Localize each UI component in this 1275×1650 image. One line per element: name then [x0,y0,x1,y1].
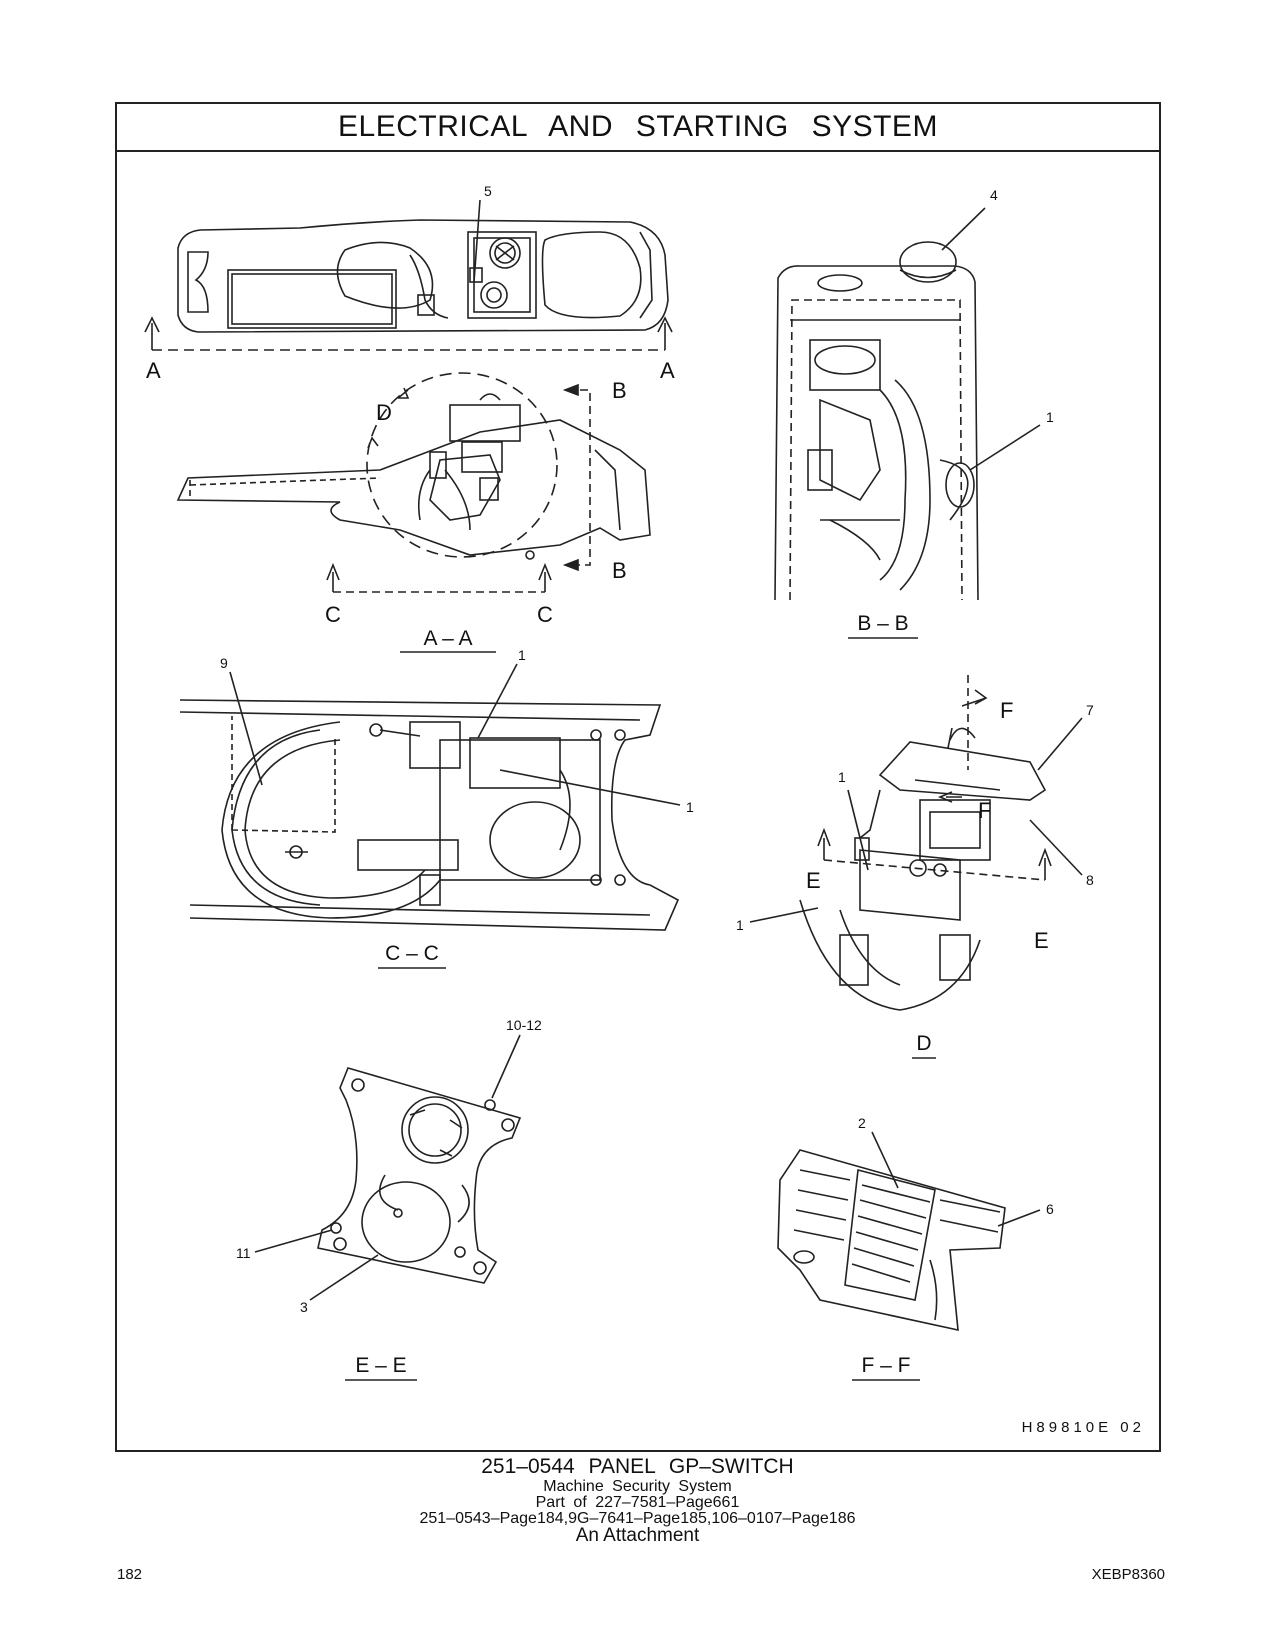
callout-10-12: 10-12 [506,1017,542,1033]
leader-10-12 [491,1034,521,1099]
view-top-panel [144,219,673,351]
leader-1-c-right [499,769,681,806]
callout-1-c-top: 1 [518,647,526,663]
view-f-f [777,1149,1006,1332]
callout-1-d-top: 1 [838,769,846,785]
section-mark-f-top: F [1000,698,1013,723]
leader-11 [254,1229,333,1253]
callout-7: 7 [1086,702,1094,718]
leader-1-c-top [477,663,518,739]
leader-9 [229,671,263,786]
section-mark-f-bottom: F [978,798,991,823]
page-title: ELECTRICAL AND STARTING SYSTEM [338,110,938,143]
leader-7 [1037,717,1083,771]
section-mark-b-bottom: B [612,558,627,583]
leader-6 [997,1209,1041,1227]
callout-11: 11 [236,1245,251,1261]
section-mark-e-right: E [1034,928,1049,953]
caption-line-3: 251–0543–Page184,9G–7641–Page185,106–010… [419,1510,856,1527]
callout-9: 9 [220,655,228,671]
illustration-code: H89810E 02 [1021,1419,1145,1436]
caption-line-2: Part of 227–7581–Page661 [535,1494,740,1511]
view-b-b [774,241,979,601]
callout-1-d-bottom: 1 [736,917,744,933]
section-mark-c-left: C [325,602,341,627]
caption-title: 251–0544 PANEL GP–SWITCH [481,1455,794,1478]
callout-1-c-right: 1 [686,799,694,815]
callout-1-b: 1 [1046,409,1054,425]
callout-6: 6 [1046,1201,1054,1217]
view-e-e [317,1067,522,1284]
callout-5: 5 [484,183,492,199]
page-number: 182 [117,1566,143,1583]
leader-5 [473,199,481,283]
arrow-d [397,387,410,399]
section-mark-d: D [376,400,392,425]
view-label-b-b: B – B [857,612,908,635]
leader-8 [1029,819,1083,876]
leader-4 [941,207,986,251]
section-mark-e-left: E [806,868,821,893]
view-c-c [179,699,680,931]
caption-line-1: Machine Security System [543,1478,732,1495]
view-label-e-e: E – E [355,1354,406,1377]
section-mark-b-top: B [612,378,627,403]
section-mark-a-right: A [660,358,675,383]
section-mark-c-right: C [537,602,553,627]
view-label-c-c: C – C [385,942,439,965]
caption-line-4: An Attachment [575,1525,700,1546]
title-bar: ELECTRICAL AND STARTING SYSTEM [117,104,1159,152]
leader-1-d-top [847,789,869,871]
view-label-d: D [916,1032,931,1055]
leader-3 [309,1254,379,1301]
callout-4: 4 [990,187,998,203]
section-mark-a-left: A [146,358,161,383]
callout-3: 3 [300,1299,308,1315]
figure-frame: ELECTRICAL AND STARTING SYSTEM H89810E 0… [115,102,1161,1452]
leader-1-b [969,424,1041,471]
view-a-a [176,372,651,593]
callout-2: 2 [858,1115,866,1131]
view-label-a-a: A – A [423,627,472,650]
leader-1-d-bottom [749,907,819,923]
callout-8: 8 [1086,872,1094,888]
view-label-f-f: F – F [861,1354,910,1377]
view-d [799,675,1052,1011]
document-id: XEBP8360 [1091,1566,1165,1583]
leader-2 [871,1131,899,1189]
